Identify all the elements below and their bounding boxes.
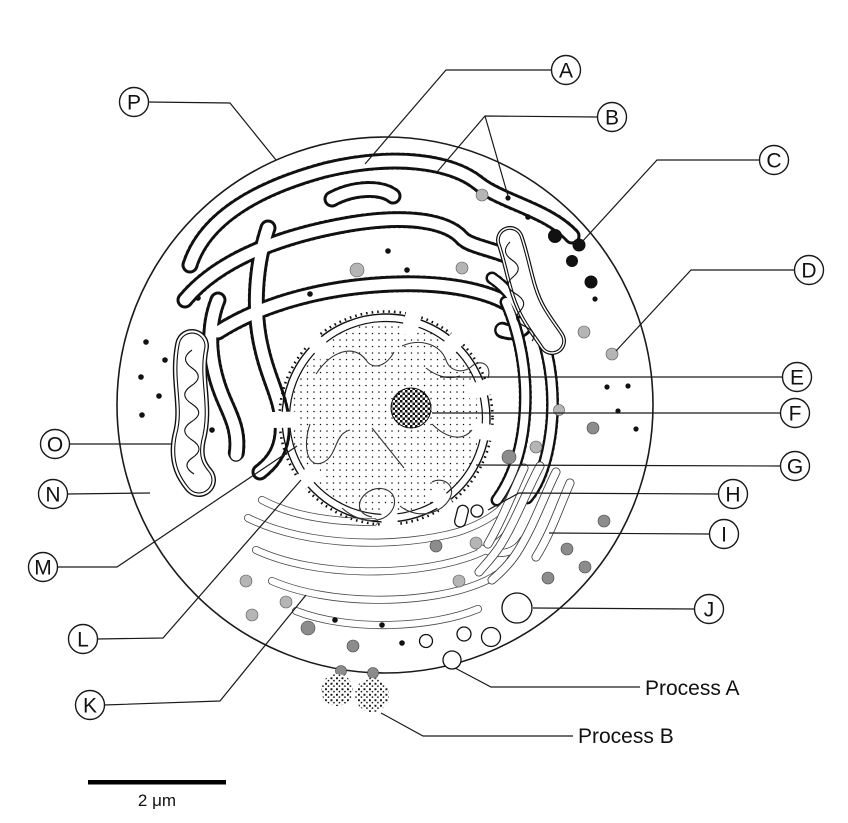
vesicles [418, 592, 533, 649]
callout-P: P [118, 86, 277, 161]
callout-M: M [27, 445, 298, 583]
centrioles [454, 504, 484, 528]
label-circle-P [118, 86, 150, 118]
nucleolus [390, 387, 432, 429]
leader-line-D [615, 269, 794, 352]
callout-G: G [475, 450, 811, 482]
label-text-I: I [721, 524, 727, 547]
callout-C: C [580, 144, 790, 244]
label-circle-I [708, 518, 740, 550]
callout-K: K [74, 594, 307, 721]
callout-A: A [364, 54, 582, 165]
label-text-D: D [801, 260, 816, 283]
leader-line-G [475, 464, 781, 467]
label-circle-O [39, 428, 71, 460]
scale-bar-label: 2 μm [138, 791, 176, 810]
label-circle-C [758, 144, 790, 176]
nuclear-pores [271, 305, 501, 533]
callout-J: J [532, 593, 725, 625]
leader-line-P [147, 101, 277, 161]
label-text-E: E [790, 367, 804, 390]
label-circle-L [67, 623, 99, 655]
nucleus [271, 305, 501, 533]
callout-H: H [487, 478, 749, 511]
label-text-M: M [34, 557, 52, 580]
label-text-H: H [725, 484, 740, 507]
label-circle-B [596, 101, 628, 133]
leader-line-C [580, 159, 759, 244]
callout-E: E [440, 361, 813, 393]
callout-O: O [39, 428, 172, 460]
scale-bar-line [88, 780, 226, 785]
mitochondrion-right [505, 240, 552, 341]
label-circle-K [74, 689, 106, 721]
label-text-N: N [45, 484, 60, 507]
callout-F: F [432, 397, 811, 429]
label-circle-J [693, 593, 725, 625]
exocytosis-pit [442, 650, 462, 670]
leader-line-J [532, 607, 695, 610]
label-text-B: B [605, 107, 619, 130]
callout-N: N [37, 478, 151, 510]
leader-line-process-a [454, 667, 640, 688]
label-text-G: G [787, 456, 803, 479]
label-text-A: A [559, 60, 573, 83]
scale-bar: 2 μm [88, 780, 226, 810]
label-text-F: F [789, 403, 802, 426]
leader-line-B2 [484, 115, 509, 197]
label-circle-A [550, 54, 582, 86]
label-circle-D [793, 254, 825, 286]
callout-L: L [67, 479, 302, 655]
leader-line-process-b [380, 712, 573, 737]
label-text-O: O [47, 434, 63, 457]
leader-line-L [96, 479, 302, 640]
label-circle-H [717, 478, 749, 510]
nucleoplasm [289, 321, 483, 515]
callout-I: I [548, 518, 740, 550]
label-text-K: K [83, 695, 97, 718]
label-circle-M [27, 551, 59, 583]
process-a-text: Process A [645, 677, 740, 700]
label-circle-F [779, 397, 811, 429]
label-text-J: J [704, 599, 715, 622]
secreted-granules [321, 674, 389, 712]
label-circle-G [779, 450, 811, 482]
leader-line-M [57, 445, 298, 568]
label-text-L: L [77, 629, 89, 652]
free-ribosomes [138, 195, 639, 646]
callout-D: D [615, 254, 825, 352]
leader-line-I [548, 532, 710, 535]
label-text-C: C [766, 150, 781, 173]
leader-line-H [487, 492, 719, 511]
exocytosis-site [335, 665, 379, 679]
leader-line-A [364, 69, 551, 165]
gray-vesicles-dark [300, 421, 611, 653]
callout-B: B [436, 101, 628, 197]
label-circle-E [781, 361, 813, 393]
gray-vesicles-light [239, 188, 619, 622]
process-a-label: Process A [454, 667, 740, 700]
mitochondrion-left [185, 346, 199, 480]
label-text-P: P [127, 92, 141, 115]
leader-line-N [66, 492, 151, 495]
leader-line-K [103, 594, 307, 706]
process-b-text: Process B [578, 725, 674, 748]
label-circle-N [37, 478, 69, 510]
process-b-label: Process B [380, 712, 674, 748]
